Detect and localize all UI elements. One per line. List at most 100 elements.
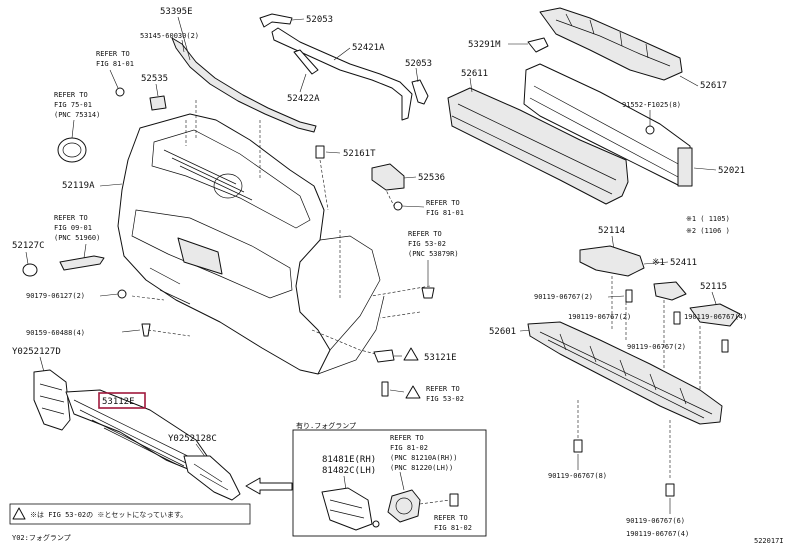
bracket-52535 — [149, 95, 167, 111]
label-52161t: 52161T — [343, 149, 376, 159]
arrow-to-inset — [245, 477, 293, 495]
label-52114: 52114 — [598, 226, 625, 236]
label-52536: 52536 — [418, 173, 445, 183]
svg-text:FIG 81-01: FIG 81-01 — [426, 209, 464, 217]
svg-text:REFER TO: REFER TO — [54, 214, 88, 222]
label-52021: 52021 — [718, 166, 745, 176]
svg-text:FIG 81-01: FIG 81-01 — [96, 60, 134, 68]
svg-text:FIG 09-01: FIG 09-01 — [54, 224, 92, 232]
label-81482c: 81482C(LH) — [322, 466, 376, 476]
warning-triangle-1 — [403, 347, 419, 361]
label-53291m: 53291M — [468, 40, 501, 50]
label-y52127d: Y0252127D — [12, 347, 61, 357]
fog-cover-left — [33, 369, 71, 431]
piece-52422a — [293, 49, 319, 75]
note-text: ※は FIG 53-02の ※とセットになっています。 — [30, 511, 187, 519]
highlight-53112e — [98, 392, 146, 409]
label-53112e: 53112E — [102, 397, 135, 407]
bolt-90119-c — [573, 439, 583, 453]
ref-fig-75-01: REFER TO FIG 75-01 (PNC 75314) — [54, 91, 100, 119]
label-52053-a: 52053 — [306, 15, 333, 25]
label-52119a: 52119A — [62, 181, 95, 191]
bolt-90119-d — [665, 483, 675, 497]
ref-fig-09-01: REFER TO FIG 09-01 (PNC 51960) — [54, 214, 100, 242]
bracket-upper — [539, 7, 683, 81]
svg-text:REFER TO: REFER TO — [434, 514, 468, 522]
label-52611: 52611 — [461, 69, 488, 79]
label-190119-a: 190119-06767(2) — [568, 313, 631, 321]
label-90119-d: 90119-06767(6) — [626, 517, 685, 525]
label-53145: 53145-60030(2) — [140, 32, 199, 40]
label-190119-c: 190119-06767(4) — [626, 530, 689, 538]
label-52053-b: 52053 — [405, 59, 432, 69]
screw-inset — [449, 493, 459, 507]
clip-90179 — [117, 289, 127, 299]
fog-cover-right — [183, 455, 241, 501]
svg-text:FIG 81-02: FIG 81-02 — [390, 444, 428, 452]
screw-90159 — [141, 323, 151, 337]
clip-52053-right — [411, 79, 429, 105]
note-box: ※は FIG 53-02の ※とセットになっています。 Y02:フォグランプ — [9, 503, 251, 542]
bolt-91552 — [645, 125, 655, 135]
clip-left-top — [115, 87, 125, 97]
ref-fig-81-01-a: REFER TO FIG 81-01 — [96, 50, 134, 68]
svg-text:FIG 75-01: FIG 75-01 — [54, 101, 92, 109]
ref-fig-81-02-a: REFER TO FIG 81-02 (PNC 81210A(RH)) (PNC… — [390, 434, 457, 472]
bolt-ref-53-02 — [381, 381, 389, 397]
label-52535: 52535 — [141, 74, 168, 84]
clip-53291m — [527, 37, 549, 53]
inset-title: 有り.フォグランプ — [296, 421, 356, 430]
bumper-cover-52119a — [117, 113, 385, 375]
ref-fig-53-02-a: REFER TO FIG 53-02 (PNC 53879R) — [408, 230, 459, 258]
svg-text:(PNC 51960): (PNC 51960) — [54, 234, 100, 242]
svg-text:REFER TO: REFER TO — [408, 230, 442, 238]
clip-52053-top — [259, 13, 293, 28]
svg-text:(PNC 75314): (PNC 75314) — [54, 111, 100, 119]
ref-fig-81-02-b: REFER TO FIG 81-02 — [434, 514, 472, 532]
svg-text:(PNC 53879R): (PNC 53879R) — [408, 250, 459, 258]
bolt-90119-a — [625, 289, 633, 303]
label-y52128c: Y0252128C — [168, 434, 217, 444]
label-52422a: 52422A — [287, 94, 320, 104]
bar-52421a — [271, 27, 413, 121]
label-90119-b: 90119-06767(2) — [627, 343, 686, 351]
figure-id: 522017I — [754, 537, 784, 545]
bracket-52115-b — [689, 303, 741, 327]
label-190119-b: 190119-06767(4) — [684, 313, 747, 321]
tow-eye-rod — [59, 255, 105, 271]
label-53121e: 53121E — [424, 353, 457, 363]
svg-text:REFER TO: REFER TO — [54, 91, 88, 99]
label-81481e: 81481E(RH) — [322, 455, 376, 465]
label-52127c: 52127C — [12, 241, 45, 251]
svg-text:(PNC 81210A(RH)): (PNC 81210A(RH)) — [390, 454, 457, 462]
svg-text:(PNC 81220(LH)): (PNC 81220(LH)) — [390, 464, 453, 472]
label-90159: 90159-60488(4) — [26, 329, 85, 337]
legend-line2: ※2 (1106 ) — [686, 227, 730, 235]
svg-text:REFER TO: REFER TO — [426, 385, 460, 393]
label-52115: 52115 — [700, 282, 727, 292]
clip-52161t — [315, 145, 325, 159]
svg-text:FIG 53-02: FIG 53-02 — [408, 240, 446, 248]
absorber-52611 — [447, 87, 629, 205]
label-90179: 90179-06127(2) — [26, 292, 85, 300]
bolt-90119-b — [721, 339, 729, 353]
svg-text:FIG 81-02: FIG 81-02 — [434, 524, 472, 532]
svg-text:REFER TO: REFER TO — [96, 50, 130, 58]
svg-text:REFER TO: REFER TO — [390, 434, 424, 442]
label-52617: 52617 — [700, 81, 727, 91]
bracket-52115 — [653, 281, 687, 301]
legend-line1: ※1 ( 1105) — [686, 215, 730, 223]
clip-ref-81-01 — [393, 201, 403, 211]
svg-text:REFER TO: REFER TO — [426, 199, 460, 207]
label-52601: 52601 — [489, 327, 516, 337]
emblem — [57, 137, 87, 163]
bracket-53121e — [373, 349, 395, 363]
ref-fig-53-02-b: REFER TO FIG 53-02 — [426, 385, 464, 403]
label-53395e: 53395E — [160, 7, 193, 17]
clip-ref-53-02 — [421, 287, 435, 299]
inset-fog-lamp: 有り.フォグランプ REFER TO FIG 81-02 (PNC 81210A… — [292, 421, 487, 537]
label-90119-a: 90119-06767(2) — [534, 293, 593, 301]
ref-fig-81-01-b: REFER TO FIG 81-01 — [426, 199, 464, 217]
cap-52127c — [22, 263, 38, 277]
